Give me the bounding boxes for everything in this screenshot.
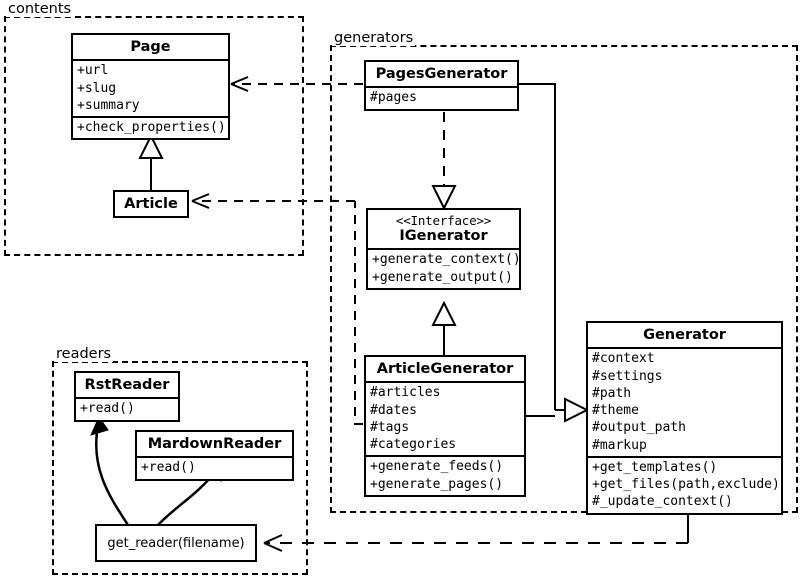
package-label-contents: contents <box>6 1 74 17</box>
class-operations-page: +check_properties() <box>73 116 228 138</box>
class-name-text: IGenerator <box>399 228 488 244</box>
package-frame-contents <box>4 16 304 256</box>
class-name-pages-generator: PagesGenerator <box>375 66 508 82</box>
attribute: #settings <box>592 368 663 384</box>
package-frame-generators <box>330 45 798 513</box>
class-box-rst-reader[interactable]: RstReader +read() <box>74 371 180 422</box>
attribute: #markup <box>592 437 647 453</box>
class-box-page[interactable]: Page +url +slug +summary +check_properti… <box>71 33 230 141</box>
function-box-get-reader[interactable]: get_reader(filename) <box>95 524 257 562</box>
class-box-article[interactable]: Article <box>113 190 189 219</box>
class-box-igenerator[interactable]: <<Interface>> IGenerator +generate_conte… <box>366 208 521 290</box>
package-label-generators: generators <box>332 30 416 46</box>
operation: +get_files(path,exclude) <box>592 477 780 493</box>
class-name-article: Article <box>124 196 178 212</box>
attribute: #path <box>592 385 632 401</box>
operation: #_update_context() <box>592 494 733 510</box>
package-frame-readers <box>52 361 308 575</box>
class-operations-generator: +get_templates() +get_files(path,exclude… <box>588 455 781 513</box>
attribute: #articles <box>370 385 441 401</box>
class-attributes-generator: #context #settings #path #theme #output_… <box>588 347 781 456</box>
class-box-markdown-reader[interactable]: MardownReader +read() <box>135 430 294 481</box>
attribute: +slug <box>77 80 117 96</box>
class-box-pages-generator[interactable]: PagesGenerator #pages <box>364 60 519 111</box>
class-name-markdown-reader: MardownReader <box>147 436 282 452</box>
class-operations-rst-reader: +read() <box>76 397 178 419</box>
function-box-label: get_reader(filename) <box>107 535 245 551</box>
class-name-page: Page <box>130 39 171 55</box>
operation: +read() <box>141 460 196 476</box>
operation: +generate_context() <box>372 252 521 268</box>
class-operations-markdown-reader: +read() <box>137 456 292 478</box>
operation: +get_templates() <box>592 459 718 475</box>
operation: +generate_feeds() <box>370 459 504 475</box>
attribute: +summary <box>77 97 140 113</box>
class-name-igenerator: <<Interface>> IGenerator <box>368 210 519 248</box>
class-name-generator: Generator <box>643 327 726 343</box>
class-operations-igenerator: +generate_context() +generate_output() <box>368 248 521 288</box>
operation: +check_properties() <box>77 120 226 136</box>
package-label-readers: readers <box>54 346 114 362</box>
class-box-article-generator[interactable]: ArticleGenerator #articles #dates #tags … <box>364 355 526 497</box>
class-name-rst-reader: RstReader <box>84 377 170 393</box>
class-stereotype-igenerator: <<Interface>> <box>395 213 492 228</box>
class-name-article-generator: ArticleGenerator <box>376 361 514 377</box>
attribute: #tags <box>370 419 410 435</box>
operation: +read() <box>80 401 135 417</box>
class-attributes-pages-generator: #pages <box>366 86 517 108</box>
attribute: #theme <box>592 403 639 419</box>
class-operations-article-generator: +generate_feeds() +generate_pages() <box>366 455 524 495</box>
class-attributes-page: +url +slug +summary <box>73 59 228 116</box>
attribute: #categories <box>370 437 457 453</box>
class-box-generator[interactable]: Generator #context #settings #path #them… <box>586 321 783 515</box>
attribute: #context <box>592 351 655 367</box>
attribute: +url <box>77 63 109 79</box>
attribute: #output_path <box>592 420 686 436</box>
operation: +generate_output() <box>372 269 513 285</box>
class-attributes-article-generator: #articles #dates #tags #categories <box>366 381 524 455</box>
attribute: #pages <box>370 90 417 106</box>
operation: +generate_pages() <box>370 476 504 492</box>
attribute: #dates <box>370 402 417 418</box>
